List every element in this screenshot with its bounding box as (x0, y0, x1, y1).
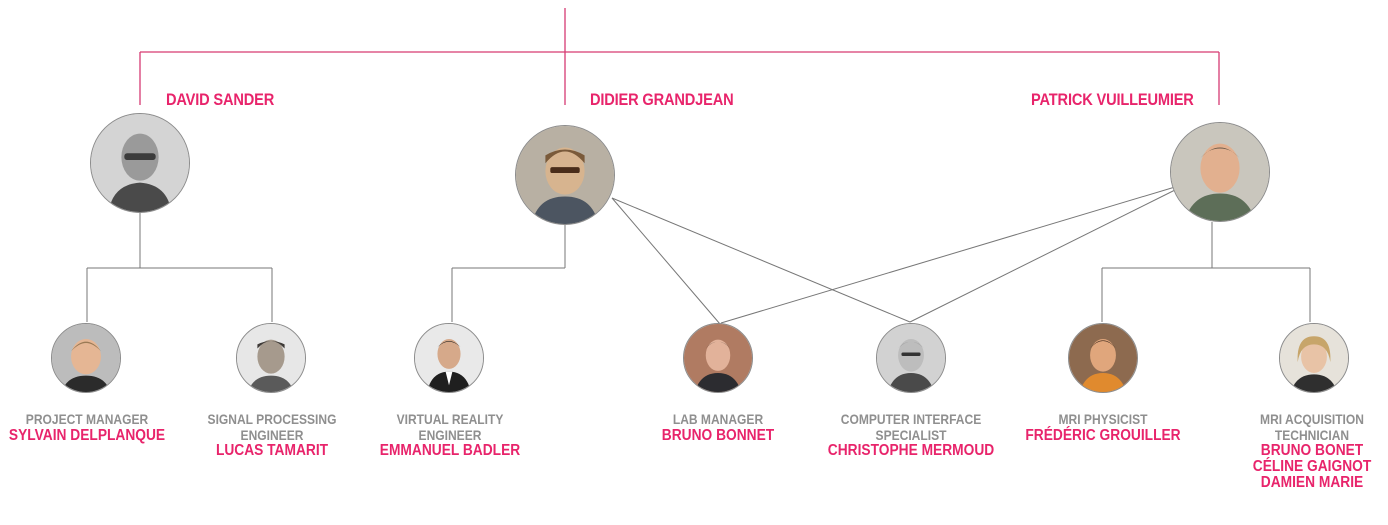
member-card-technicians: MRI ACQUISITION TECHNICIAN BRUNO BONET C… (1243, 411, 1381, 491)
member-name: BRUNO BONNET (661, 426, 775, 444)
member-name: DAMIEN MARIE (1260, 474, 1364, 491)
person-portrait-icon (415, 324, 483, 392)
member-card-grouiller: MRI PHYSICIST FRÉDÉRIC GROUILLER (1013, 411, 1193, 444)
member-role: SIGNAL PROCESSING (207, 411, 337, 427)
person-portrait-icon (1171, 123, 1269, 221)
leader-name-sander: DAVID SANDER (166, 90, 275, 109)
connector-vuilleumier-mermoud (909, 189, 1176, 323)
member-name: BRUNO BONET (1260, 442, 1364, 459)
connector-grandjean-mermoud (611, 197, 911, 323)
person-portrait-icon (52, 324, 120, 392)
member-name: SYLVAIN DELPLANQUE (8, 426, 166, 444)
avatar-mermoud (876, 323, 946, 393)
connector-vuilleumier-bonnet (720, 186, 1176, 324)
member-card-tamarit: SIGNAL PROCESSING ENGINEER LUCAS TAMARIT (197, 411, 347, 459)
top-connector (139, 8, 1220, 105)
member-role: ENGINEER (418, 426, 482, 443)
member-card-delplanque: PROJECT MANAGER SYLVAIN DELPLANQUE (0, 411, 178, 444)
avatar-bonnet (683, 323, 753, 393)
member-role: MRI ACQUISITION (1260, 411, 1364, 427)
member-name: CHRISTOPHE MERMOUD (827, 442, 995, 459)
member-card-badler: VIRTUAL REALITY ENGINEER EMMANUEL BADLER (368, 411, 531, 459)
person-portrait-icon (91, 114, 189, 212)
person-portrait-icon (1280, 324, 1348, 392)
member-role: VIRTUAL REALITY (396, 411, 504, 427)
member-role: TECHNICIAN (1274, 426, 1350, 443)
member-role: LAB MANAGER (672, 411, 764, 427)
member-name: CÉLINE GAIGNOT (1252, 458, 1372, 475)
member-name: FRÉDÉRIC GROUILLER (1025, 426, 1181, 444)
member-name: EMMANUEL BADLER (379, 442, 521, 459)
leader-name-grandjean: DIDIER GRANDJEAN (590, 90, 734, 109)
avatar-technicians (1279, 323, 1349, 393)
person-portrait-icon (237, 324, 305, 392)
avatar-sander (90, 113, 190, 213)
avatar-vuilleumier (1170, 122, 1270, 222)
person-portrait-icon (877, 324, 945, 392)
avatar-badler (414, 323, 484, 393)
avatar-delplanque (51, 323, 121, 393)
member-role: SPECIALIST (875, 426, 947, 443)
avatar-tamarit (236, 323, 306, 393)
member-name: LUCAS TAMARIT (215, 442, 329, 459)
member-card-mermoud: COMPUTER INTERFACE SPECIALIST CHRISTOPHE… (814, 411, 1008, 459)
avatar-grouiller (1068, 323, 1138, 393)
connector-grandjean-bonnet (611, 197, 721, 325)
leader-name-vuilleumier: PATRICK VUILLEUMIER (1031, 90, 1194, 109)
member-role: COMPUTER INTERFACE (840, 411, 982, 427)
member-role: ENGINEER (240, 426, 304, 443)
team-connectors (86, 186, 1311, 325)
person-portrait-icon (684, 324, 752, 392)
person-portrait-icon (1069, 324, 1137, 392)
member-role: MRI PHYSICIST (1058, 411, 1148, 427)
person-portrait-icon (516, 126, 614, 224)
member-card-bonnet: LAB MANAGER BRUNO BONNET (653, 411, 784, 444)
avatar-grandjean (515, 125, 615, 225)
member-role: PROJECT MANAGER (25, 411, 149, 427)
